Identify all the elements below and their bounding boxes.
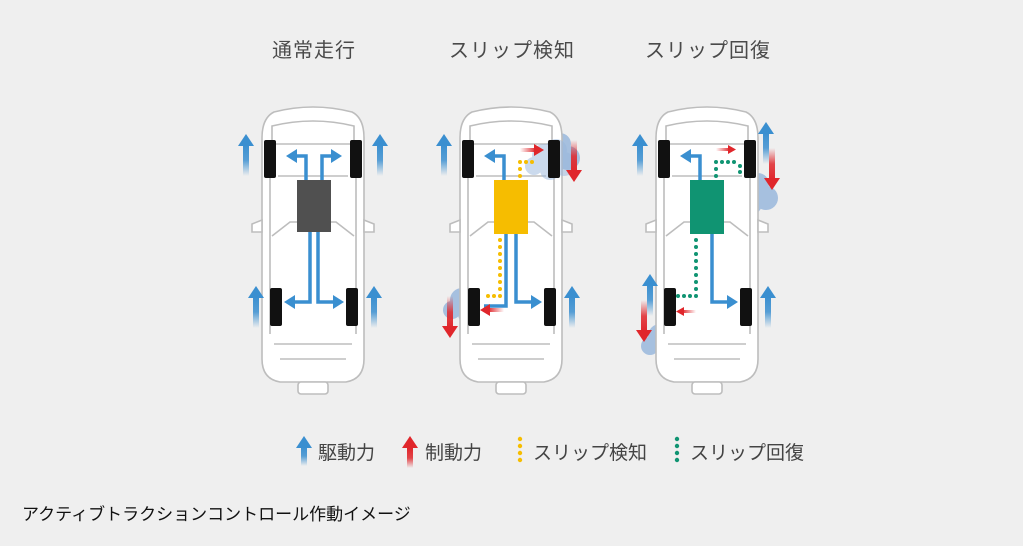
wheel-fr: [350, 140, 362, 178]
legend-recover-icon: [674, 436, 680, 463]
diagram-caption: アクティブトラクションコントロール作動イメージ: [22, 505, 411, 525]
legend-brake-icon: [402, 436, 418, 468]
drive-arrow-rr: [366, 286, 382, 328]
drive-arrow-fl: [238, 134, 254, 176]
engine-detect: [494, 180, 528, 234]
legend-label-brake: 制動力: [425, 442, 483, 464]
legend-detect-icon: [517, 436, 523, 463]
panel-slip-recover: [632, 106, 780, 395]
wheel-rr: [544, 288, 556, 326]
legend-label-drive: 駆動力: [318, 442, 376, 464]
legend-drive-icon: [296, 436, 312, 466]
wheel-rl: [664, 288, 676, 326]
wheel-rl: [270, 288, 282, 326]
panel-title-recover: スリップ回復: [645, 38, 771, 62]
recover-dots: [676, 160, 742, 298]
detect-dots: [486, 160, 534, 298]
engine-normal: [297, 180, 331, 232]
legend-label-recover: スリップ回復: [690, 442, 805, 464]
wheel-rr: [740, 288, 752, 326]
drive-arrow-fl: [632, 134, 648, 176]
wheel-fl: [658, 140, 670, 178]
drive-arrow-fl: [436, 134, 452, 176]
wheel-fl: [462, 140, 474, 178]
wheel-rr: [346, 288, 358, 326]
legend-label-detect: スリップ検知: [533, 442, 648, 464]
drive-arrow-fr: [372, 134, 388, 176]
wheel-rl: [468, 288, 480, 326]
panel-normal: [238, 106, 388, 395]
drive-flow-normal: [294, 154, 334, 304]
wheel-fr: [548, 140, 560, 178]
legend-glyphs: [296, 436, 680, 468]
drive-arrow-rr: [564, 286, 580, 328]
drive-arrow-rr: [760, 286, 776, 328]
panel-slip-detect: [436, 106, 582, 395]
panel-title-normal: 通常走行: [272, 38, 356, 62]
engine-recover: [690, 180, 724, 234]
panel-title-detect: スリップ検知: [449, 38, 575, 62]
wheel-fr: [744, 140, 756, 178]
wheel-fl: [264, 140, 276, 178]
